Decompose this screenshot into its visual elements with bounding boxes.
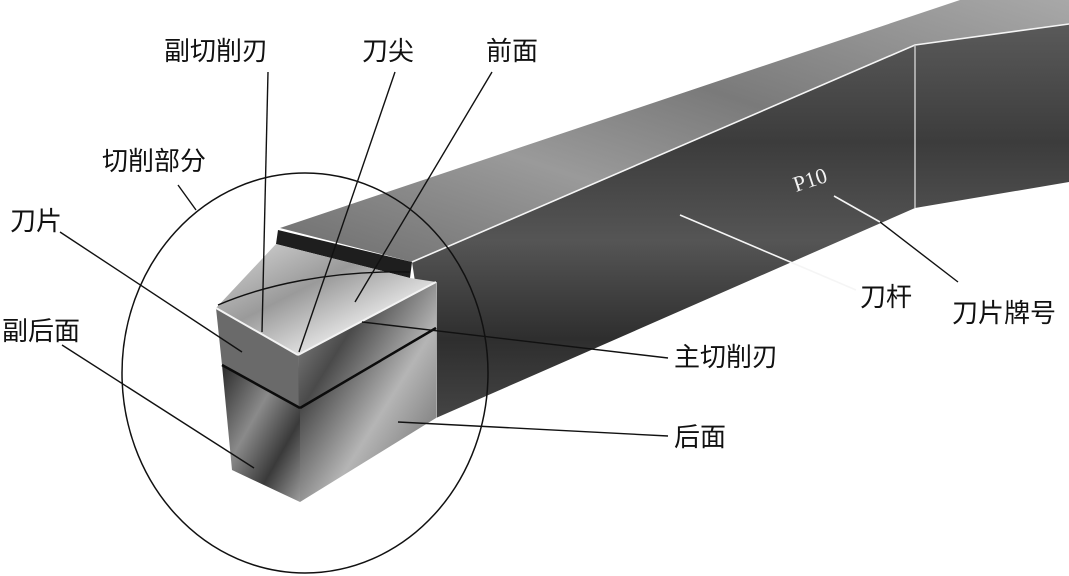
cutting-head: [215, 230, 437, 502]
main-cutting-edge-line: [297, 281, 437, 356]
insert-seam-line: [221, 363, 301, 410]
leader-insert: [59, 231, 243, 353]
leader-insert-grade: [879, 221, 959, 283]
leader-main-cutting-edge: [361, 321, 669, 359]
label-main-cutting-edge: 主切削刃: [674, 343, 778, 373]
leader-cutting-part: [177, 184, 197, 211]
leader-secondary-cutting-edge: [261, 71, 269, 333]
leader-shank: [679, 214, 857, 291]
shank-side-face: [412, 24, 1069, 418]
cutting-part-ellipse: [121, 172, 489, 574]
label-rake-face: 前面: [486, 37, 538, 67]
leader-rake-face: [354, 71, 493, 303]
leader-insert-grade: [833, 195, 881, 223]
shank-top-face: [280, 0, 1069, 262]
labels: 副切削刃 刀尖 前面 切削部分 刀片 副后面 刀杆 刀片牌号 主切削刃 后面: [2, 37, 1056, 453]
label-shank: 刀杆: [860, 283, 912, 313]
chip-groove: [276, 230, 412, 278]
label-tool-tip: 刀尖: [362, 37, 414, 67]
rake-edge-curve: [217, 271, 411, 306]
label-insert-grade: 刀片牌号: [952, 299, 1056, 329]
label-cutting-part: 切削部分: [102, 147, 206, 177]
leader-tool-tip: [298, 71, 396, 353]
label-minor-flank: 副后面: [2, 317, 80, 347]
minor-flank-face: [222, 365, 300, 502]
insert-seam-line: [299, 326, 437, 410]
label-secondary-cutting-edge: 副切削刃: [164, 37, 268, 67]
label-flank: 后面: [674, 423, 726, 453]
leader-flank: [397, 421, 669, 437]
leader-lines: [59, 71, 959, 469]
insert-shape: [216, 308, 300, 408]
secondary-cutting-edge-line: [215, 307, 299, 356]
label-insert: 刀片: [10, 207, 62, 237]
leader-minor-flank: [61, 344, 255, 469]
